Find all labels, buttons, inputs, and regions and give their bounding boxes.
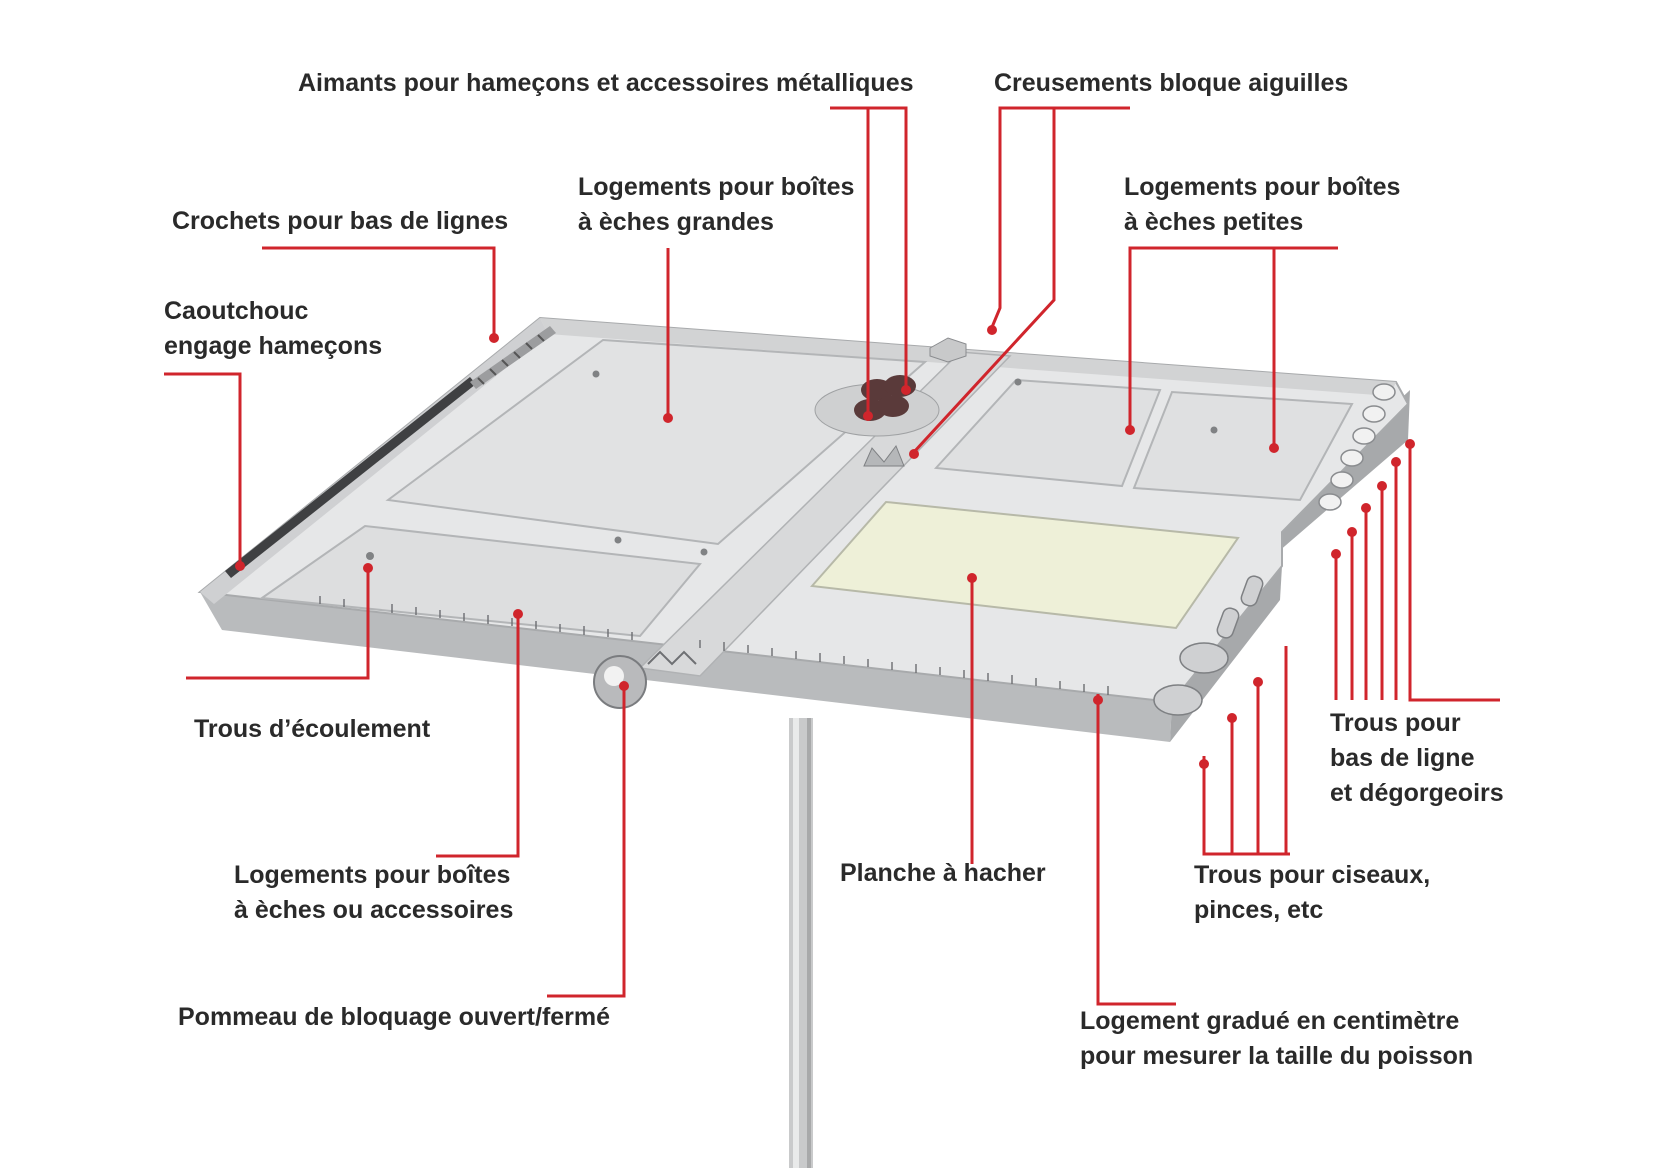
label-logement-gradue: Logement gradué en centimètre pour mesur… xyxy=(1080,1007,1474,1070)
label-trous-bas-ligne: Trous pour bas de ligne et dégorgeoirs xyxy=(1330,709,1504,807)
label-trous-ecoulement: Trous d’écoulement xyxy=(194,715,431,743)
right-holes xyxy=(1318,383,1396,511)
label-creusements: Creusements bloque aiguilles xyxy=(994,69,1349,97)
label-logements-petites: Logements pour boîtes à èches petites xyxy=(1124,173,1401,236)
label-logements-grandes: Logements pour boîtes à èches grandes xyxy=(578,173,855,236)
line-hooks xyxy=(470,326,556,389)
ruler-ticks xyxy=(319,596,1109,695)
label-logements-accessoires: Logements pour boîtes à èches ou accesso… xyxy=(234,861,514,924)
rubber-strip xyxy=(225,377,476,578)
tray xyxy=(197,316,1410,742)
label-aimants: Aimants pour hameçons et accessoires mét… xyxy=(298,69,914,97)
cutting-board xyxy=(809,500,1240,630)
leader-lines xyxy=(164,106,1500,1006)
label-trous-ciseaux: Trous pour ciseaux, pinces, etc xyxy=(1194,861,1431,924)
label-planche: Planche à hacher xyxy=(840,859,1046,887)
label-pommeau: Pommeau de bloquage ouvert/fermé xyxy=(178,1003,611,1031)
scissor-holes xyxy=(1153,575,1264,716)
lock-knob xyxy=(593,655,647,709)
leader-dots xyxy=(235,325,1415,769)
label-caoutchouc: Caoutchouc engage hameçons xyxy=(164,297,383,360)
support-pole xyxy=(789,718,813,1168)
label-crochets: Crochets pour bas de lignes xyxy=(172,207,509,235)
